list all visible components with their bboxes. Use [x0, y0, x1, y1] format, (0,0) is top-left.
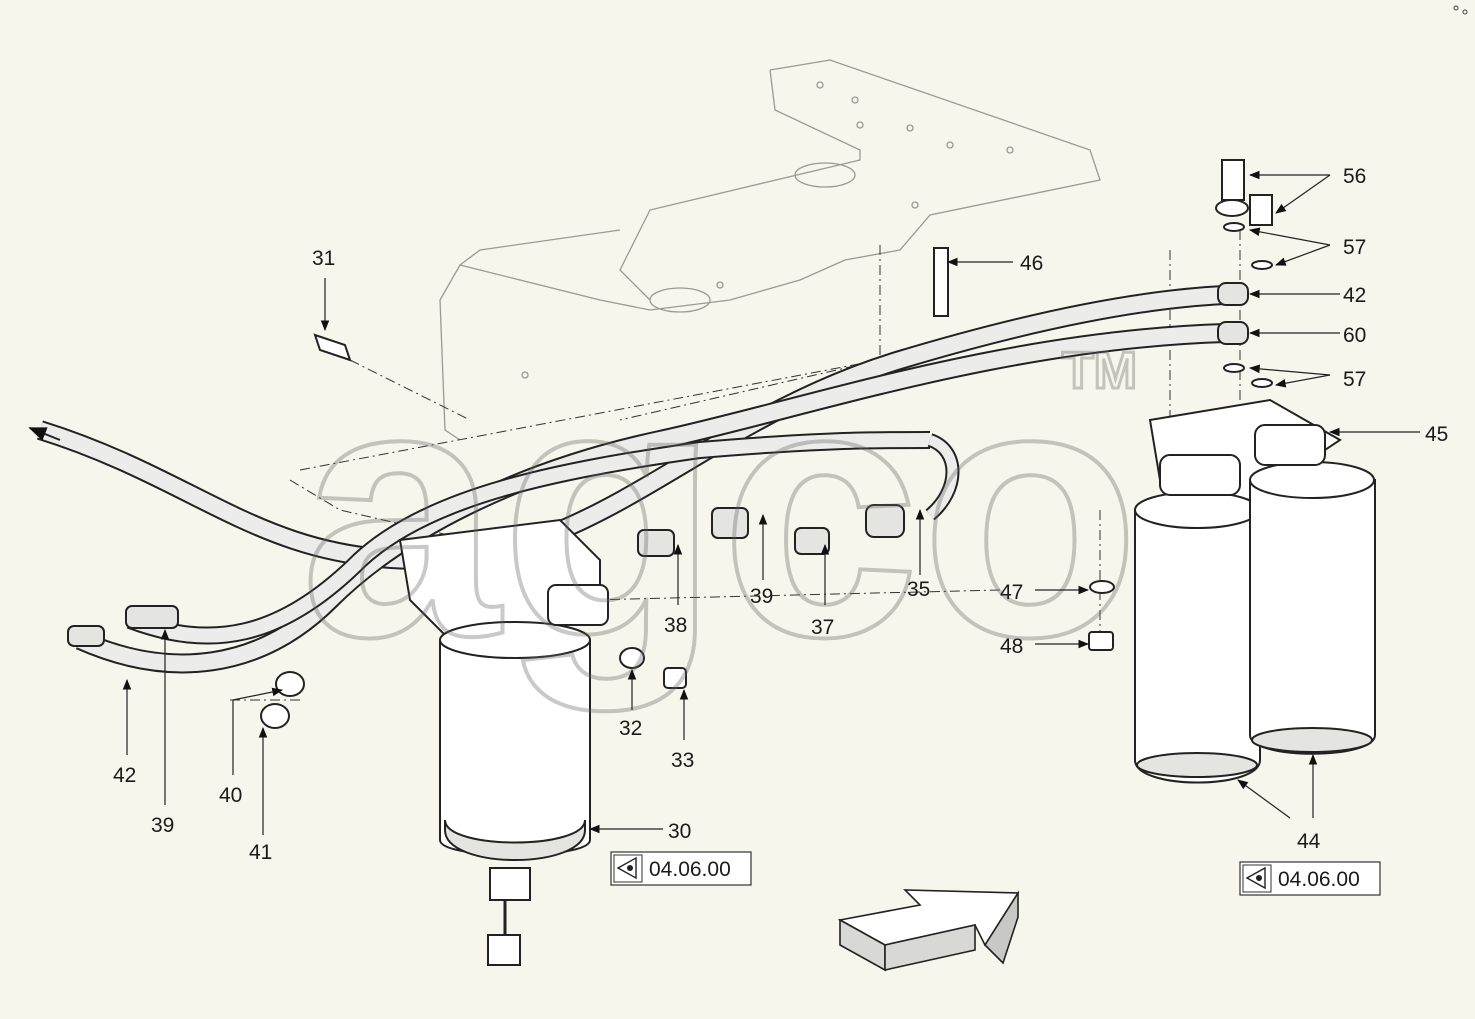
direction-arrow-icon	[837, 889, 1020, 972]
corner-mark-icon	[1453, 5, 1468, 15]
callout-57-top: 57	[1343, 236, 1366, 259]
eye-view-icon	[1245, 866, 1266, 890]
callout-48: 48	[1000, 635, 1023, 658]
reference-box-right[interactable]: 04.06.00	[1239, 861, 1381, 896]
reference-code-right: 04.06.00	[1278, 868, 1360, 891]
callout-32: 32	[619, 717, 642, 740]
callout-60: 60	[1343, 324, 1366, 347]
reference-code-left: 04.06.00	[649, 858, 731, 881]
fuel-filter-left	[398, 518, 609, 966]
callout-45: 45	[1425, 423, 1448, 446]
callout-39-left: 39	[151, 814, 174, 837]
callout-38: 38	[664, 614, 687, 637]
callout-30: 30	[668, 820, 691, 843]
callout-41: 41	[249, 841, 272, 864]
hose-set	[28, 285, 1226, 674]
watermark: agco TM	[298, 308, 1142, 716]
callout-57-bottom: 57	[1343, 368, 1366, 391]
callout-numbers: 31 46 56 57 42 60 57 45 35 39 38 37 47 4…	[113, 165, 1448, 864]
callout-44: 44	[1297, 830, 1321, 853]
callout-37: 37	[811, 616, 834, 639]
callout-35: 35	[907, 578, 930, 601]
callout-33: 33	[671, 749, 694, 772]
watermark-logo: agco	[300, 310, 1140, 714]
leader-lines	[122, 170, 1420, 835]
callout-39-center: 39	[750, 585, 773, 608]
callout-42-left: 42	[113, 764, 136, 787]
callout-42-right: 42	[1343, 284, 1366, 307]
callout-40: 40	[219, 784, 242, 807]
fuel-filter-right	[1134, 398, 1376, 784]
reference-box-left[interactable]: 04.06.00	[610, 851, 752, 886]
callout-31: 31	[312, 247, 335, 270]
callout-46: 46	[1020, 252, 1043, 275]
callout-47: 47	[1000, 581, 1023, 604]
eye-view-icon	[616, 856, 637, 880]
watermark-tm: TM	[1062, 342, 1137, 400]
mounting-bracket-ghost	[439, 59, 1101, 441]
callout-56: 56	[1343, 165, 1366, 188]
